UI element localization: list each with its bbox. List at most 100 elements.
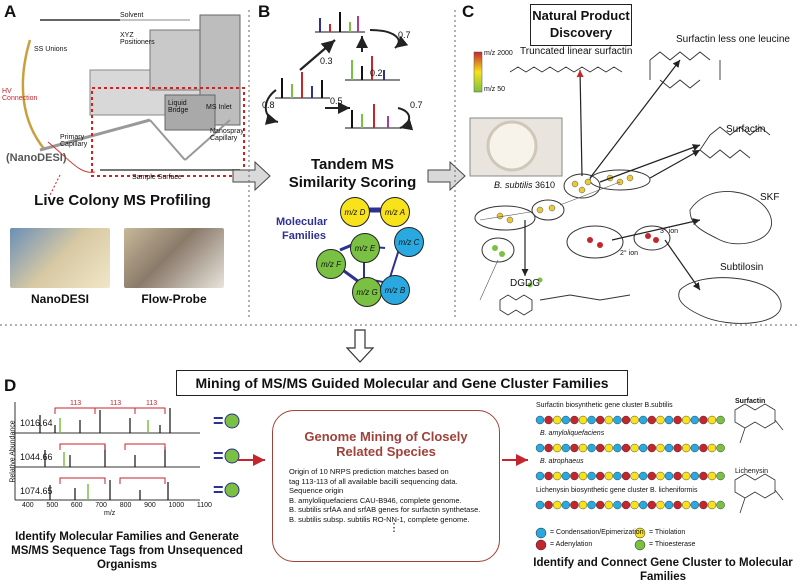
gene-module-dot <box>682 415 691 425</box>
gene-module-dot <box>656 500 665 510</box>
gene-module-dot <box>699 500 708 510</box>
gene-module-dot <box>647 415 656 425</box>
gene-module-dot <box>664 443 674 453</box>
gene-module-dot <box>716 471 725 481</box>
sample-surface-label: Sample Surface <box>132 174 182 181</box>
gene-module-dot <box>690 443 699 453</box>
tag-2: 113 <box>110 400 122 407</box>
flowprobe-caption: Flow-Probe <box>141 292 207 306</box>
score-3: 0.5 <box>330 96 343 106</box>
colony-photo <box>469 117 563 177</box>
panel-c-letter: C <box>462 2 475 21</box>
surfactin-label: Surfactin <box>726 124 766 135</box>
gene-module-dot <box>639 471 648 481</box>
gene-module-dot <box>699 443 708 453</box>
gene-module-dot <box>621 415 631 425</box>
product-1: Surfactin <box>735 398 766 405</box>
gene-module-dot <box>647 500 656 510</box>
x-tick: 700 <box>95 502 107 509</box>
gene-module-dot <box>553 471 562 481</box>
gene-module-dot <box>570 415 579 425</box>
gene-module-dot <box>587 471 596 481</box>
ion3-label: 3° ion <box>660 228 678 235</box>
gene-header-1: Surfactin biosynthetic gene cluster B.su… <box>536 402 673 409</box>
gene-module-dot <box>621 471 631 481</box>
genome-line-2: tag 113-113 of all available bacilli seq… <box>289 476 458 486</box>
x-tick: 500 <box>46 502 59 509</box>
gene-module-dot <box>682 471 691 481</box>
score-1: 0.7 <box>398 30 411 40</box>
gene-module-dot <box>604 500 613 510</box>
gene-module-dot <box>544 443 553 453</box>
primary-capillary-label: Primary Capillary <box>60 134 88 148</box>
node-mz-d: m/z D <box>340 197 370 227</box>
gene-module-dot <box>535 500 545 510</box>
xyz-label: XYZ Positioners <box>120 32 155 46</box>
gene-module-dot <box>639 415 648 425</box>
gene-module-dot <box>699 471 708 481</box>
node-mz-e: m/z E <box>350 233 380 263</box>
gene-module-dot <box>613 443 622 453</box>
panel-b-caption-2: Similarity Scoring <box>288 174 417 191</box>
mass-2: 1044.66 <box>20 452 53 462</box>
genome-title-1: Genome Mining of Closely <box>304 429 468 444</box>
x-tick: 900 <box>144 502 156 509</box>
gene-module-dot <box>544 471 553 481</box>
gene-module-dot <box>690 500 699 510</box>
panel-b-letter: B <box>258 2 271 21</box>
panel-b-caption-1: Tandem MS <box>310 156 395 173</box>
gene-module-dot <box>656 443 665 453</box>
gene-module-dot <box>716 443 725 453</box>
dgdg-label: DGDG <box>510 278 540 289</box>
gene-module-dot <box>553 443 562 453</box>
gene-module-dot <box>656 415 665 425</box>
gene-module-dot <box>699 415 708 425</box>
node-mz-c: m/z C <box>394 227 424 257</box>
gene-module-dot <box>716 500 725 510</box>
gene-module-dot <box>578 415 588 425</box>
gene-module-dot <box>596 415 605 425</box>
score-2: 0.2 <box>370 68 383 78</box>
process-arrow-1 <box>232 160 271 192</box>
gene-module-dot <box>673 415 682 425</box>
gene-module-dot <box>682 500 691 510</box>
gene-module-dot <box>630 443 639 453</box>
families-label-2: Families <box>282 230 327 242</box>
bsub-strain: 3610 <box>535 180 556 190</box>
gene-module-dot <box>578 500 588 510</box>
gene-module-dot <box>613 471 622 481</box>
node-mz-f: m/z F <box>316 249 346 279</box>
gene-module-dot <box>596 471 605 481</box>
genome-line-3: Sequence origin <box>289 486 344 495</box>
legend-te: = Thioesterase <box>649 541 696 548</box>
legend-thio: = Thiolation <box>649 529 686 536</box>
gene-module-dot <box>544 500 553 510</box>
spectra-network-b <box>264 12 414 291</box>
gene-module-dot <box>544 415 553 425</box>
legend-bottom-label: m/z 50 <box>484 86 506 93</box>
families-label-1: Molecular <box>276 216 328 228</box>
gene-module-dot <box>690 415 699 425</box>
nanodesi-caption: NanoDESI <box>30 292 89 306</box>
gene-module-dot <box>553 500 562 510</box>
panel-a-caption: Live Colony MS Profiling <box>34 192 211 209</box>
score-5: 0.8 <box>262 100 275 110</box>
tag-1: 113 <box>70 400 82 407</box>
gene-module-dot <box>707 471 717 481</box>
panel-c-title-2: Discovery <box>549 25 613 40</box>
ion2-label: 2° ion <box>620 250 638 257</box>
gene-legend-dots <box>535 527 646 551</box>
panel-d-left-caption: Identify Molecular Families and Generate… <box>11 531 243 571</box>
gene-module-dot <box>587 443 596 453</box>
gene-module-dot <box>621 443 631 453</box>
gene-module-dot <box>604 471 613 481</box>
gene-module-dot <box>578 471 588 481</box>
gene-module-dot <box>561 471 570 481</box>
gene-module-dot <box>587 415 596 425</box>
x-tick: 1000 <box>168 502 185 509</box>
gene-module-dot <box>639 500 648 510</box>
score-4: 0.7 <box>410 100 423 110</box>
ss-unions-label: SS Unions <box>34 46 68 53</box>
gene-header-4: Lichenysin biosynthetic gene cluster B. … <box>536 487 698 494</box>
panel-d-right-caption: Identify and Connect Gene Cluster to Mol… <box>533 557 793 583</box>
